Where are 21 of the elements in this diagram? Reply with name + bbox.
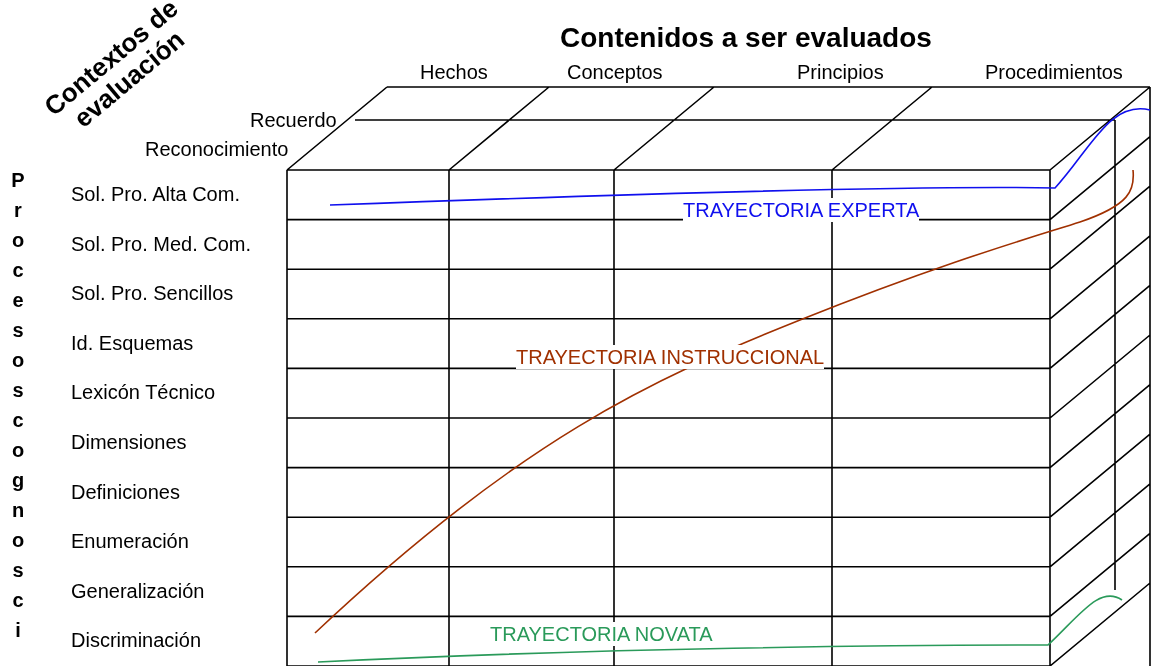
row-header: Sol. Pro. Alta Com. xyxy=(71,182,240,206)
row-header: Generalización xyxy=(71,578,205,603)
depth-header: Recuerdo xyxy=(250,108,337,132)
column-header: Principios xyxy=(797,60,884,84)
column-header: Conceptos xyxy=(567,60,663,84)
curve-label: TRAYECTORIA NOVATA xyxy=(490,622,713,646)
row-header: Discriminación xyxy=(71,628,202,653)
column-header: Hechos xyxy=(420,60,488,84)
row-header: Sol. Pro. Sencillos xyxy=(71,281,234,306)
row-header: Dimensiones xyxy=(71,430,187,454)
row-header: Enumeración xyxy=(71,529,189,554)
curve-label: TRAYECTORIA INSTRUCCIONAL xyxy=(516,345,825,369)
row-header: Id. Esquemas xyxy=(71,330,194,355)
column-header: Procedimientos xyxy=(985,60,1123,84)
curve-label: TRAYECTORIA EXPERTA xyxy=(683,198,920,222)
row-header: Definiciones xyxy=(71,479,180,504)
axis-title: Procesos cognosci xyxy=(10,168,26,643)
axis-title: Contenidos a ser evaluados xyxy=(560,22,932,54)
depth-header: Reconocimiento xyxy=(145,137,289,161)
row-header: Sol. Pro. Med. Com. xyxy=(71,231,252,256)
row-header: Lexicón Técnico xyxy=(71,380,216,405)
